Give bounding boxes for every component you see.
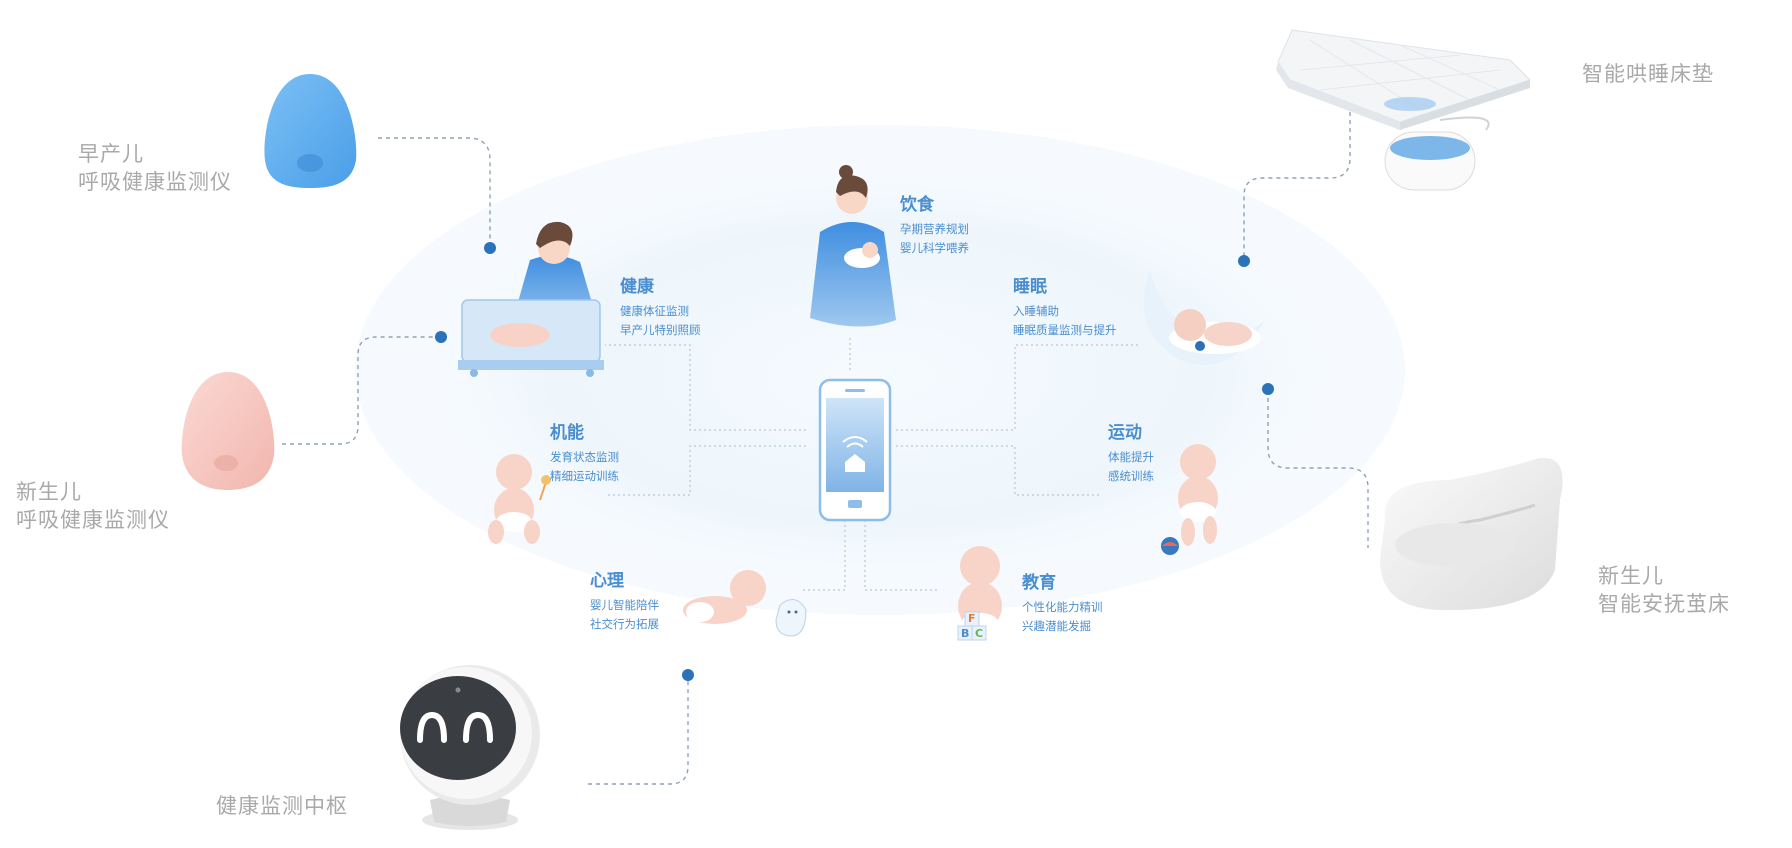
link-hub-device xyxy=(588,676,689,785)
category-function-item: 精细运动训练 xyxy=(550,469,619,483)
block-letter-b: B xyxy=(961,627,970,640)
dot-newborn xyxy=(435,331,447,343)
block-letter-c: C xyxy=(975,627,984,640)
category-health: 健康 健康体征监测 早产儿特别照顾 xyxy=(620,276,701,340)
link-function xyxy=(605,445,806,496)
category-sleep-item: 睡眠质量监测与提升 xyxy=(1013,323,1117,337)
hub-robot-device xyxy=(400,665,540,830)
diet-illustration xyxy=(810,165,896,327)
dot-hub xyxy=(682,669,694,681)
newborn-monitor-label-line2: 呼吸健康监测仪 xyxy=(16,508,170,532)
newborn-monitor-label-line1: 新生儿 xyxy=(16,480,82,504)
cocoon-label-line2: 智能安抚茧床 xyxy=(1598,592,1730,616)
category-sleep: 睡眠 入睡辅助 睡眠质量监测与提升 xyxy=(1013,276,1117,340)
category-psychology-item: 社交行为拓展 xyxy=(590,617,659,631)
hub-label: 健康监测中枢 xyxy=(216,792,348,820)
preterm-monitor-device xyxy=(264,74,357,188)
halo-inner xyxy=(410,160,1350,590)
category-psychology-item: 婴儿智能陪伴 xyxy=(590,598,659,612)
newborn-monitor-device xyxy=(181,372,275,490)
category-psychology-title: 心理 xyxy=(590,571,624,591)
link-psych xyxy=(800,520,846,591)
category-sleep-item: 入睡辅助 xyxy=(1013,304,1059,318)
category-function-title: 机能 xyxy=(550,423,584,443)
category-education-item: 兴趣潜能发掘 xyxy=(1022,619,1091,633)
link-edu xyxy=(864,520,940,591)
dot-preterm xyxy=(484,242,496,254)
mattress-label: 智能哄睡床垫 xyxy=(1582,60,1714,88)
category-exercise: 运动 体能提升 感统训练 xyxy=(1108,422,1154,486)
preterm-monitor-label-line1: 早产儿 xyxy=(78,142,144,166)
preterm-monitor-label-line2: 呼吸健康监测仪 xyxy=(78,170,232,194)
category-function-item: 发育状态监测 xyxy=(550,450,619,464)
category-health-item: 早产儿特别照顾 xyxy=(620,323,701,337)
category-diet-title: 饮食 xyxy=(900,195,934,215)
health-illustration xyxy=(458,221,604,377)
link-cocoon-device xyxy=(1267,390,1369,548)
category-exercise-item: 体能提升 xyxy=(1108,450,1154,464)
phone-icon xyxy=(818,378,892,522)
category-education-item: 个性化能力精训 xyxy=(1022,600,1103,614)
category-sleep-title: 睡眠 xyxy=(1013,277,1047,297)
category-psychology: 心理 婴儿智能陪伴 社交行为拓展 xyxy=(590,570,659,634)
dot-mattress xyxy=(1238,255,1250,267)
sleep-illustration xyxy=(1143,270,1265,365)
category-diet: 饮食 孕期营养规划 婴儿科学喂养 xyxy=(900,194,969,258)
category-exercise-item: 感统训练 xyxy=(1108,469,1154,483)
category-diet-item: 婴儿科学喂养 xyxy=(900,241,969,255)
function-illustration xyxy=(488,454,551,544)
exercise-illustration xyxy=(1161,444,1218,555)
category-exercise-title: 运动 xyxy=(1108,423,1142,443)
block-letter-f: F xyxy=(968,612,976,625)
psychology-illustration xyxy=(683,570,807,637)
link-newborn-device xyxy=(282,336,440,445)
link-preterm-device xyxy=(378,137,491,248)
mattress-label-text: 智能哄睡床垫 xyxy=(1582,62,1714,86)
link-mattress-device xyxy=(1243,112,1351,260)
category-health-title: 健康 xyxy=(620,277,654,297)
link-sleep xyxy=(896,344,1140,431)
newborn-monitor-label: 新生儿 呼吸健康监测仪 xyxy=(16,478,170,534)
sleep-mattress-device xyxy=(1276,29,1531,191)
category-diet-item: 孕期营养规划 xyxy=(900,222,969,236)
hub-label-text: 健康监测中枢 xyxy=(216,794,348,818)
category-education: 教育 个性化能力精训 兴趣潜能发掘 xyxy=(1022,572,1103,636)
dot-cocoon xyxy=(1262,383,1274,395)
education-illustration xyxy=(957,546,1002,641)
cocoon-label: 新生儿 智能安抚茧床 xyxy=(1598,562,1730,618)
preterm-monitor-label: 早产儿 呼吸健康监测仪 xyxy=(78,140,232,196)
link-exercise xyxy=(896,445,1100,496)
category-education-title: 教育 xyxy=(1022,573,1056,593)
category-health-item: 健康体征监测 xyxy=(620,304,689,318)
cocoon-label-line1: 新生儿 xyxy=(1598,564,1664,588)
category-function: 机能 发育状态监测 精细运动训练 xyxy=(550,422,619,486)
cocoon-bed-device xyxy=(1380,457,1563,611)
